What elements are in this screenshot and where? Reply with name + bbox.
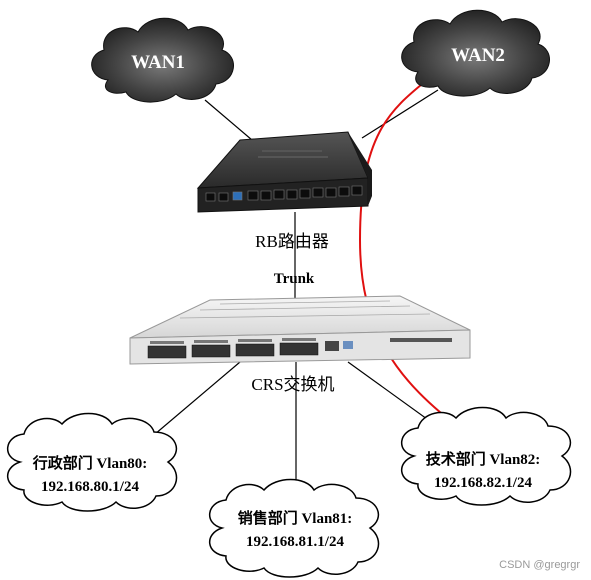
admin-department-cloud: 行政部门 Vlan80: 192.168.80.1/24 <box>7 412 178 512</box>
switch-admin-link <box>147 361 241 441</box>
switch-label: CRS交换机 <box>251 375 334 394</box>
admin-dept-subnet: 192.168.80.1/24 <box>41 479 139 495</box>
tech-department-cloud: 技术部门 Vlan82: 192.168.82.1/24 <box>401 406 572 506</box>
sales-dept-subnet: 192.168.81.1/24 <box>246 534 344 550</box>
wan2-label: WAN2 <box>451 45 505 66</box>
wan1-cloud: WAN1 <box>91 17 234 103</box>
wan2-router-link <box>361 89 439 139</box>
wan2-tech-red-link <box>358 79 466 433</box>
rb-router-device <box>196 131 372 213</box>
tech-dept-subnet: 192.168.82.1/24 <box>434 475 532 491</box>
wan1-label: WAN1 <box>131 52 185 73</box>
links <box>147 79 466 498</box>
tech-dept-name: 技术部门 Vlan82: <box>426 450 541 468</box>
sales-dept-name: 销售部门 Vlan81: <box>238 509 353 527</box>
router-ports <box>205 185 363 202</box>
router-label: RB路由器 <box>255 232 329 251</box>
sales-department-cloud: 销售部门 Vlan81: 192.168.81.1/24 <box>209 478 380 578</box>
watermark: CSDN @gregrgr <box>499 559 580 571</box>
trunk-label: Trunk <box>274 271 315 287</box>
admin-dept-name: 行政部门 Vlan80: <box>32 454 148 472</box>
wan2-cloud: WAN2 <box>401 9 550 97</box>
wan1-router-link <box>204 99 253 141</box>
crs-switch-device <box>129 295 471 365</box>
switch-sfp-ports <box>147 342 319 359</box>
